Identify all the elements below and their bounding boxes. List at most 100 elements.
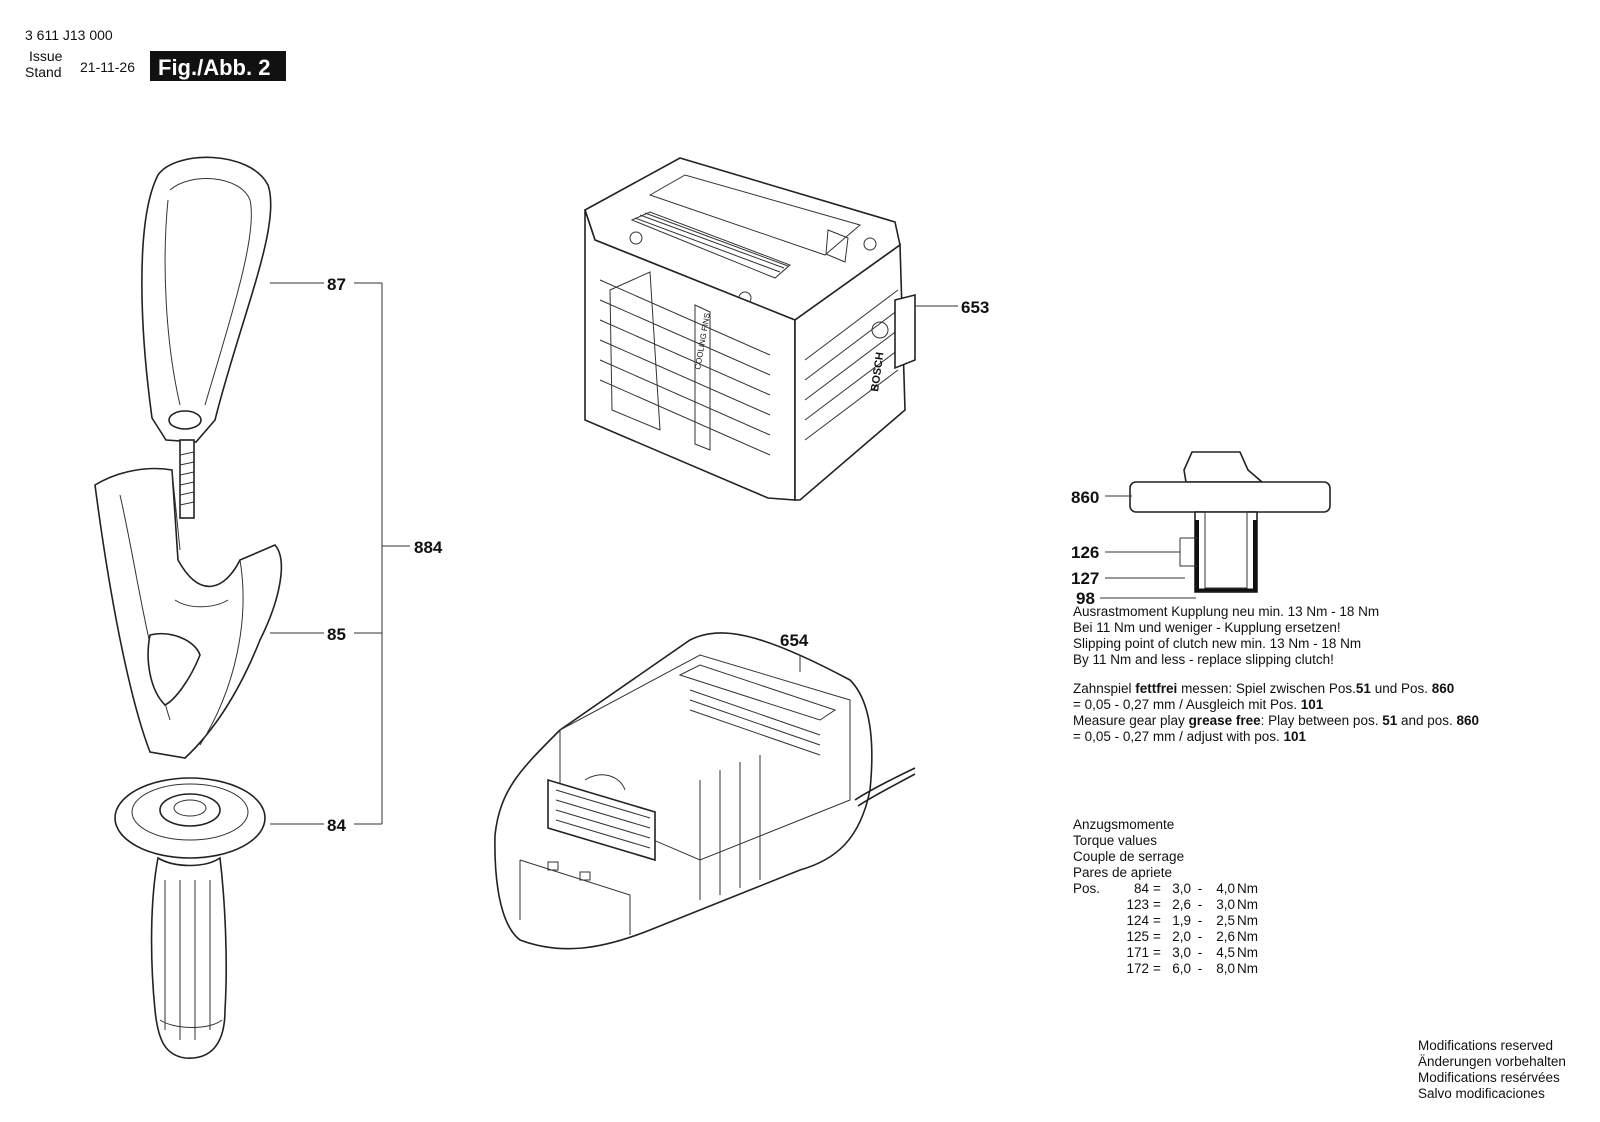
gear-note-bold: 51: [1382, 713, 1398, 728]
torque-dash: -: [1197, 897, 1203, 912]
torque-equals: =: [1153, 945, 1161, 960]
torque-max: 2,6: [1216, 929, 1235, 944]
gear-note-text: Measure gear play: [1073, 713, 1189, 728]
gear-note-line-1: Zahnspiel fettfrei messen: Spiel zwische…: [1073, 681, 1479, 697]
part-84-grip-handle: [114, 777, 266, 1059]
gear-note-bold: 101: [1283, 729, 1307, 744]
torque-unit: Nm: [1237, 929, 1258, 944]
callout-98: 98: [1076, 589, 1095, 608]
torque-min: 2,0: [1172, 929, 1191, 944]
callout-860: 860: [1071, 488, 1099, 507]
torque-min: 3,0: [1172, 881, 1191, 896]
part-653-battery-pack: COOLING FINS BOSCH: [584, 157, 916, 501]
torque-row: Pos. 84 = 3,0 - 4,0 Nm: [1073, 881, 1267, 897]
modifications-reserved: Modifications reserved Änderungen vorbeh…: [1418, 1038, 1566, 1102]
callout-127: 127: [1071, 569, 1099, 588]
torque-pos: 172: [1126, 961, 1149, 976]
torque-min: 6,0: [1172, 961, 1191, 976]
torque-unit: Nm: [1237, 961, 1258, 976]
figure-badge: [150, 51, 286, 81]
torque-dash: -: [1197, 929, 1203, 944]
torque-dash: -: [1197, 945, 1203, 960]
gear-note-line-3: Measure gear play grease free: Play betw…: [1073, 713, 1479, 729]
torque-row: 171 = 3,0 - 4,5 Nm: [1073, 945, 1267, 961]
clutch-note-line: Slipping point of clutch new min. 13 Nm …: [1073, 636, 1362, 651]
callout-653: 653: [961, 298, 989, 317]
torque-pos-prefix-blank: [1073, 961, 1107, 977]
torque-pos-prefix-blank: [1073, 929, 1107, 945]
gear-note-line-2: = 0,05 - 0,27 mm / Ausgleich mit Pos. 10…: [1073, 697, 1479, 713]
clutch-note-line: Ausrastmoment Kupplung neu min. 13 Nm - …: [1073, 604, 1380, 619]
torque-title: Anzugsmomente: [1073, 817, 1175, 832]
torque-row: 124 = 1,9 - 2,5 Nm: [1073, 913, 1267, 929]
torque-pos-prefix-blank: [1073, 913, 1107, 929]
torque-pos: 125: [1126, 929, 1149, 944]
torque-equals: =: [1153, 913, 1161, 928]
clutch-cross-section: [1129, 451, 1331, 593]
doc-number: 3 611 J13 000: [25, 27, 113, 43]
torque-max: 4,5: [1216, 945, 1235, 960]
part-654-charger: [494, 632, 916, 950]
torque-pos-prefix-blank: [1073, 897, 1107, 913]
torque-unit: Nm: [1237, 881, 1258, 896]
clutch-leaders: [1100, 495, 1197, 599]
gear-note-text: Zahnspiel: [1073, 681, 1136, 696]
torque-unit: Nm: [1237, 897, 1258, 912]
header: 3 611 J13 000 Issue Stand 21-11-26 Fig./…: [25, 27, 286, 81]
part-87-handle-strap: [141, 156, 272, 519]
gear-note-bold: grease free: [1188, 713, 1261, 728]
modifications-line: Modifications reserved: [1418, 1038, 1554, 1053]
gear-note-text: und Pos.: [1370, 681, 1432, 696]
stand-label: Stand: [25, 64, 62, 80]
torque-dash: -: [1197, 913, 1203, 928]
gear-note-text: and pos.: [1397, 713, 1457, 728]
torque-title: Torque values: [1073, 833, 1158, 848]
gear-note-text: : Play between pos.: [1260, 713, 1383, 728]
torque-max: 4,0: [1216, 881, 1235, 896]
callout-85: 85: [327, 625, 346, 644]
torque-pos: 84: [1133, 881, 1149, 896]
torque-max: 8,0: [1216, 961, 1235, 976]
clutch-note-line: By 11 Nm and less - replace slipping clu…: [1073, 652, 1334, 667]
torque-min: 2,6: [1172, 897, 1191, 912]
gear-note-line-4: = 0,05 - 0,27 mm / adjust with pos. 101: [1073, 729, 1479, 745]
modifications-line: Änderungen vorbehalten: [1418, 1054, 1566, 1069]
torque-pos-prefix-blank: [1073, 945, 1107, 961]
torque-unit: Nm: [1237, 945, 1258, 960]
torque-pos: 123: [1126, 897, 1149, 912]
torque-row: 125 = 2,0 - 2,6 Nm: [1073, 929, 1267, 945]
torque-dash: -: [1197, 881, 1203, 896]
torque-row: 172 = 6,0 - 8,0 Nm: [1073, 961, 1267, 977]
battery-brand-text: BOSCH: [869, 351, 886, 392]
torque-equals: =: [1153, 897, 1161, 912]
modifications-line: Modifications resérvées: [1418, 1070, 1560, 1085]
gear-note-bold: 860: [1456, 713, 1480, 728]
gear-note-text: = 0,05 - 0,27 mm / Ausgleich mit Pos.: [1073, 697, 1301, 712]
callout-126: 126: [1071, 543, 1099, 562]
leaders-left: [270, 282, 410, 825]
gear-note-text: messen: Spiel zwischen Pos.: [1177, 681, 1356, 696]
torque-max: 3,0: [1216, 897, 1235, 912]
torque-values-table: Anzugsmomente Torque values Couple de se…: [1073, 817, 1267, 977]
torque-pos: 171: [1126, 945, 1149, 960]
gear-note-text: = 0,05 - 0,27 mm / adjust with pos.: [1073, 729, 1284, 744]
torque-min: 1,9: [1172, 913, 1191, 928]
gear-note-bold: 101: [1300, 697, 1324, 712]
issue-date: 21-11-26: [80, 59, 135, 75]
torque-title: Pares de apriete: [1073, 865, 1173, 880]
torque-title: Couple de serrage: [1073, 849, 1185, 864]
torque-row: 123 = 2,6 - 3,0 Nm: [1073, 897, 1267, 913]
part-85-handle-shell: [94, 467, 283, 759]
modifications-line: Salvo modificaciones: [1418, 1086, 1545, 1101]
torque-max: 2,5: [1216, 913, 1235, 928]
callout-654: 654: [780, 631, 809, 650]
torque-pos: 124: [1126, 913, 1149, 928]
figure-badge-label: Fig./Abb. 2: [158, 55, 270, 80]
callout-884: 884: [414, 538, 443, 557]
torque-equals: =: [1153, 929, 1161, 944]
torque-unit: Nm: [1237, 913, 1258, 928]
callout-84: 84: [327, 816, 346, 835]
clutch-notes: Ausrastmoment Kupplung neu min. 13 Nm - …: [1073, 604, 1379, 668]
gear-play-notes: Zahnspiel fettfrei messen: Spiel zwische…: [1073, 681, 1479, 745]
